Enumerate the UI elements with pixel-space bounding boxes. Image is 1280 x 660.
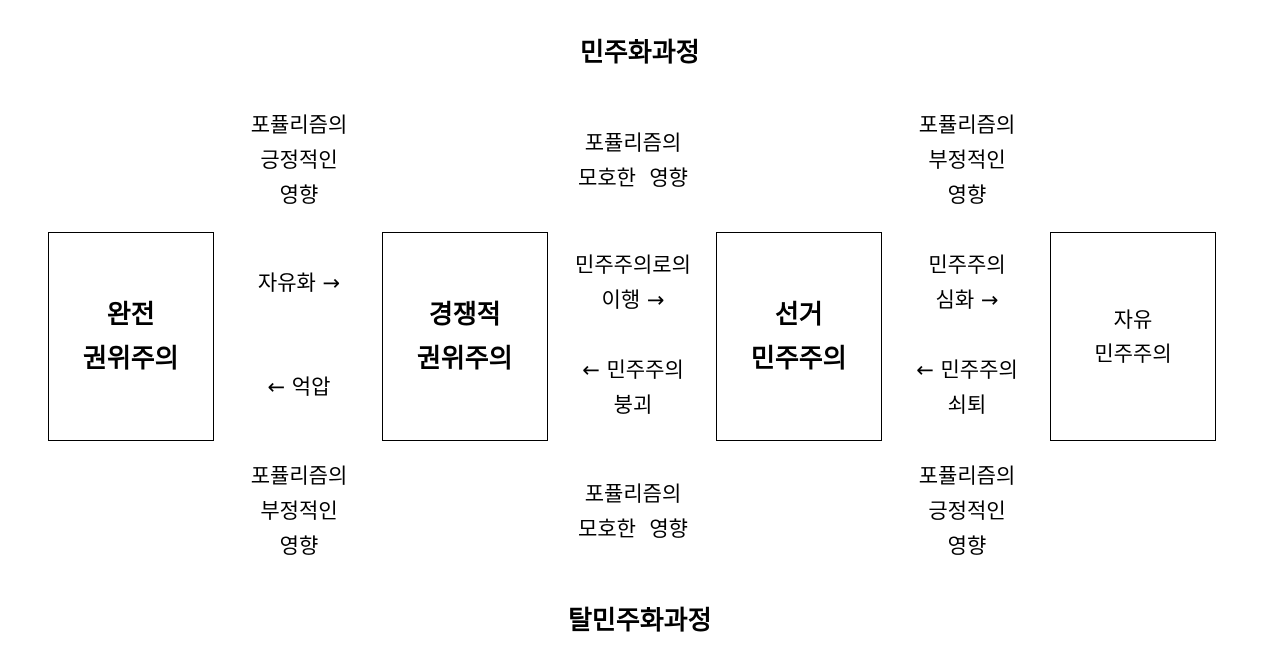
regime-box-liberal-democracy: 자유 민주주의 [1050, 232, 1216, 441]
dedemocratization-title: 탈민주화과정 [568, 606, 712, 636]
label-line: 포퓰리즘의 [584, 131, 682, 155]
label-line: 민주주의 [928, 253, 1006, 277]
label-line: 부정적인 [260, 499, 338, 523]
label-line: 포퓰리즘의 [250, 464, 348, 488]
label-line: 부정적인 [928, 148, 1006, 172]
regime-label-line: 선거 [775, 299, 823, 330]
label-line: 심화 → [935, 288, 999, 312]
label-line: 자유화 → [257, 271, 341, 295]
transition-1-populism-influence-bottom: 포퓰리즘의 부정적인 영향 [214, 459, 384, 564]
transition-1-populism-influence-top: 포퓰리즘의 긍정적인 영향 [214, 108, 384, 213]
transition-3-forward-label: 민주주의 심화 → [882, 248, 1052, 318]
transition-2-forward-label: 민주주의로의 이행 → [548, 248, 718, 318]
regime-label-line: 경쟁적 [429, 299, 501, 330]
label-line: 영향 [279, 183, 319, 207]
label-line: 긍정적인 [260, 148, 338, 172]
label-line: 모호한 영향 [578, 517, 688, 541]
label-line: 모호한 영향 [578, 166, 688, 190]
label-line: 긍정적인 [928, 499, 1006, 523]
regime-box-full-authoritarianism: 완전 권위주의 [48, 232, 214, 441]
regime-label-line: 권위주의 [417, 343, 513, 374]
label-line: 영향 [279, 534, 319, 558]
transition-3-populism-influence-top: 포퓰리즘의 부정적인 영향 [882, 108, 1052, 213]
label-line: 민주주의로의 [575, 253, 691, 277]
transition-2-populism-influence-bottom: 포퓰리즘의 모호한 영향 [548, 477, 718, 547]
label-line: 포퓰리즘의 [584, 482, 682, 506]
regime-label-line: 완전 [107, 299, 155, 330]
regime-label-line: 권위주의 [83, 343, 179, 374]
transition-2-populism-influence-top: 포퓰리즘의 모호한 영향 [548, 126, 718, 196]
label-line: 포퓰리즘의 [918, 464, 1016, 488]
label-line: 영향 [947, 183, 987, 207]
transition-1-backward-label: ← 억압 [214, 370, 384, 405]
democratization-title: 민주화과정 [580, 38, 700, 68]
regime-label-line: 자유 [1113, 307, 1153, 332]
label-line: 포퓰리즘의 [250, 113, 348, 137]
transition-2-backward-label: ← 민주주의 붕괴 [548, 353, 718, 423]
transition-3-backward-label: ← 민주주의 쇠퇴 [882, 353, 1052, 423]
regime-label-line: 민주주의 [751, 343, 847, 374]
label-line: 이행 → [601, 288, 665, 312]
label-line: 영향 [947, 534, 987, 558]
label-line: 포퓰리즘의 [918, 113, 1016, 137]
label-line: ← 민주주의 [916, 358, 1018, 382]
label-line: 붕괴 [613, 393, 653, 417]
regime-label-line: 민주주의 [1094, 341, 1172, 366]
regime-box-competitive-authoritarianism: 경쟁적 권위주의 [382, 232, 548, 441]
label-line: ← 민주주의 [582, 358, 684, 382]
regime-box-electoral-democracy: 선거 민주주의 [716, 232, 882, 441]
transition-3-populism-influence-bottom: 포퓰리즘의 긍정적인 영향 [882, 459, 1052, 564]
label-line: 쇠퇴 [947, 393, 987, 417]
label-line: ← 억압 [267, 375, 331, 399]
transition-1-forward-label: 자유화 → [214, 266, 384, 301]
